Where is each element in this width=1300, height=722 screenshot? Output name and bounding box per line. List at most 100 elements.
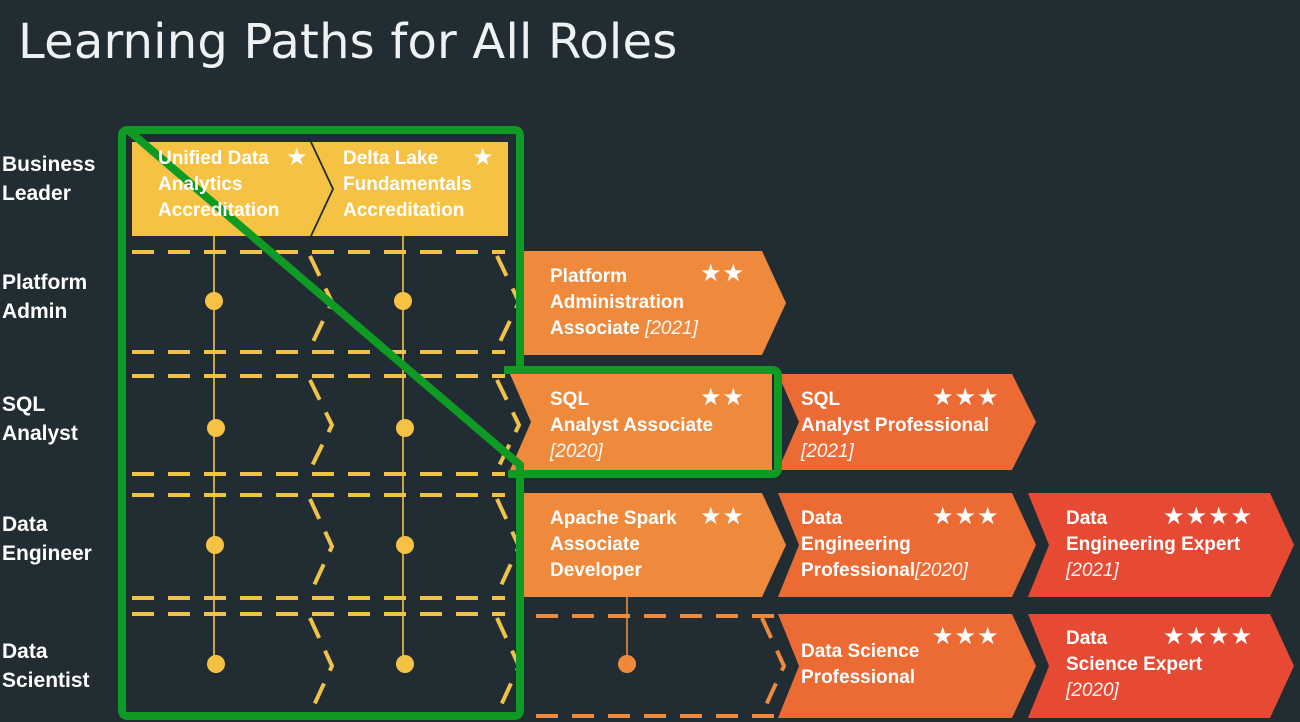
- box-line: Delta Lake: [343, 148, 439, 169]
- role-label-platform-admin: Platform Admin: [2, 268, 87, 326]
- box-line: Accreditation: [158, 200, 280, 221]
- row-tracks: [132, 250, 780, 718]
- box-delta-shape[interactable]: [312, 142, 508, 236]
- chevron-separator: [495, 498, 522, 595]
- box-line: Developer: [550, 560, 642, 581]
- box-unified-label: Unified Data Analytics Accreditation: [158, 146, 279, 224]
- year-label: [2021]: [1066, 560, 1119, 581]
- box-line-text: Professional: [801, 560, 916, 581]
- box-line: Analyst Associate: [550, 415, 713, 436]
- chevron-separator: [495, 255, 522, 349]
- box-line: Platform: [550, 266, 628, 287]
- role-line: Analyst: [2, 422, 78, 445]
- box-line: Data: [1066, 508, 1108, 529]
- box-ds-expert-shape[interactable]: [1028, 614, 1294, 718]
- box-line: Data: [1066, 628, 1108, 649]
- role-label-business-leader: Business Leader: [2, 150, 95, 208]
- box-ds-professional-shape[interactable]: [778, 614, 1036, 718]
- star-rating-icon: ★★★★: [1163, 623, 1254, 650]
- star-rating-icon: ★: [472, 144, 495, 171]
- star-rating-icon: ★★: [700, 260, 746, 287]
- star-rating-icon: ★★★★: [1163, 503, 1254, 530]
- role-line: Admin: [2, 300, 68, 323]
- box-line: Administration: [550, 292, 685, 313]
- role-line: SQL: [2, 393, 46, 416]
- box-delta-label: Delta Lake Fundamentals Accreditation: [343, 146, 472, 224]
- star-rating-icon: ★★: [700, 503, 746, 530]
- box-line: Apache Spark: [550, 508, 677, 529]
- role-line: Scientist: [2, 669, 90, 692]
- track-chevrons: [308, 255, 787, 715]
- star-rating-icon: ★: [286, 144, 309, 171]
- sql-associate-highlight: [504, 366, 782, 478]
- dot: [396, 655, 414, 673]
- chevron-separator: [760, 617, 787, 715]
- box-de-expert-shape[interactable]: [1028, 493, 1294, 597]
- role-label-data-scientist: Data Scientist: [2, 637, 90, 695]
- box-platform-admin-shape[interactable]: [522, 251, 786, 355]
- role-line: Business: [2, 153, 96, 176]
- year-label: [2020]: [1066, 680, 1119, 701]
- certification-boxes: [132, 142, 1294, 718]
- box-de-expert-label: Data Engineering Expert [2021]: [1066, 506, 1240, 584]
- box-unified-shape[interactable]: [132, 142, 332, 236]
- role-line: Leader: [2, 182, 71, 205]
- dot: [207, 419, 225, 437]
- chevron-separator: [308, 617, 335, 715]
- role-line: Data: [2, 640, 48, 663]
- box-line: Associate: [550, 534, 640, 555]
- box-line-text: Associate: [550, 318, 640, 339]
- year-label: [2020]: [915, 560, 968, 581]
- role-label-sql-analyst: SQL Analyst: [2, 390, 78, 448]
- chevron-separator: [495, 617, 522, 715]
- box-platform-admin-label: Platform Administration Associate [2021]: [550, 264, 698, 342]
- box-de-professional-label: Data Engineering Professional[2020]: [801, 506, 968, 584]
- role-label-data-engineer: Data Engineer: [2, 510, 92, 568]
- box-line: Engineering: [801, 534, 911, 555]
- role-line: Engineer: [2, 542, 92, 565]
- star-rating-icon: ★★★: [932, 384, 1000, 411]
- box-line: Unified Data: [158, 148, 269, 169]
- dot: [618, 655, 636, 673]
- box-line: Engineering Expert: [1066, 534, 1241, 555]
- box-line: Science Expert: [1066, 654, 1203, 675]
- box-line: SQL: [550, 389, 590, 410]
- year-label: [2021]: [645, 318, 698, 339]
- star-rating-icon: ★★★: [932, 503, 1000, 530]
- box-spark-associate-label: Apache Spark Associate Developer: [550, 506, 677, 584]
- box-line: Data Science: [801, 641, 920, 662]
- chevron-separator: [308, 498, 335, 595]
- dot: [396, 536, 414, 554]
- dot: [207, 655, 225, 673]
- star-rating-icon: ★★: [700, 384, 746, 411]
- box-ds-expert-label: Data Science Expert [2020]: [1066, 626, 1202, 704]
- box-line: Data: [801, 508, 843, 529]
- chevron-separator: [308, 379, 335, 471]
- box-line: Professional[2020]: [801, 558, 968, 584]
- box-line: SQL: [801, 389, 841, 410]
- path-dots: [205, 292, 636, 673]
- box-sql-associate-label: SQL Analyst Associate [2020]: [550, 387, 713, 465]
- box-sql-professional-label: SQL Analyst Professional [2021]: [801, 387, 989, 465]
- accreditation-highlight: [118, 125, 524, 720]
- box-line: Fundamentals: [343, 174, 472, 195]
- box-spark-associate-shape[interactable]: [522, 493, 786, 597]
- box-line: Analyst Professional: [801, 415, 989, 436]
- box-sql-associate-shape[interactable]: [510, 374, 772, 470]
- star-rating-icon: ★★★: [932, 623, 1000, 650]
- dot: [205, 292, 223, 310]
- dot: [206, 536, 224, 554]
- box-ds-professional-label: Data Science Professional: [801, 639, 919, 691]
- box-sql-professional-shape[interactable]: [778, 374, 1036, 470]
- year-label: [2021]: [801, 441, 854, 462]
- page-title: Learning Paths for All Roles: [18, 14, 678, 70]
- dot: [396, 419, 414, 437]
- year-label: [2020]: [550, 441, 603, 462]
- box-line: Accreditation: [343, 200, 465, 221]
- box-line: Analytics: [158, 174, 243, 195]
- box-line: Associate [2021]: [550, 316, 698, 342]
- box-line: Professional: [801, 667, 916, 688]
- box-de-professional-shape[interactable]: [778, 493, 1036, 597]
- role-line: Platform: [2, 271, 88, 294]
